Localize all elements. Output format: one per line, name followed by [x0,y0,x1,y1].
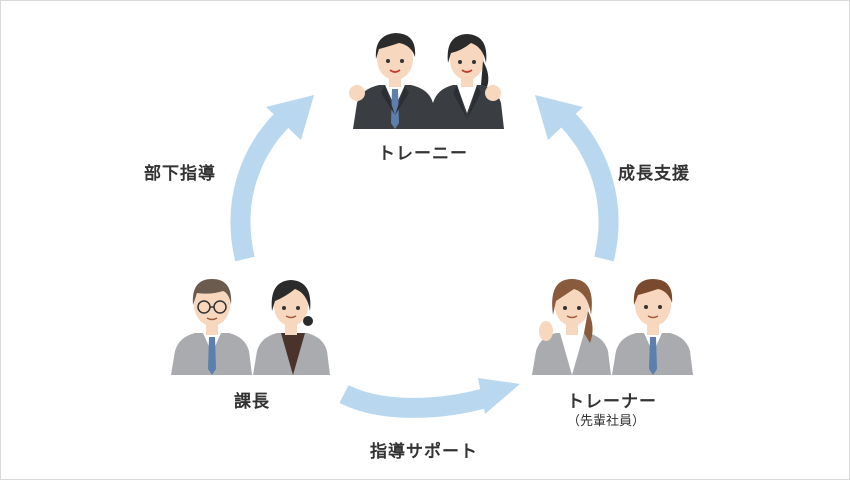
trainee-woman-figure [429,34,504,129]
manager-man-figure [171,279,252,375]
trainer-sublabel: （先輩社員） [567,414,646,429]
trainee-label: トレーニー [378,144,468,164]
arrow-manager-to-trainer [339,378,520,418]
trainer-man-figure [612,279,693,375]
edge-label-manager-to-trainee: 部下指導 [144,164,216,184]
trainee-man-figure [349,33,436,129]
trainee-illustration [341,23,511,133]
manager-label: 課長 [234,392,270,412]
edge-label-manager-to-trainer: 指導サポート [370,442,478,462]
trainer-woman-figure [532,279,611,375]
edge-label-trainer-to-trainee: 成長支援 [618,164,690,184]
arrow-trainer-to-trainee [535,95,619,262]
manager-illustration [167,271,337,375]
trainer-label: トレーナー [567,392,657,412]
manager-woman-figure [253,280,330,375]
trainer-illustration [528,271,698,375]
arrow-manager-to-trainee [230,95,314,262]
